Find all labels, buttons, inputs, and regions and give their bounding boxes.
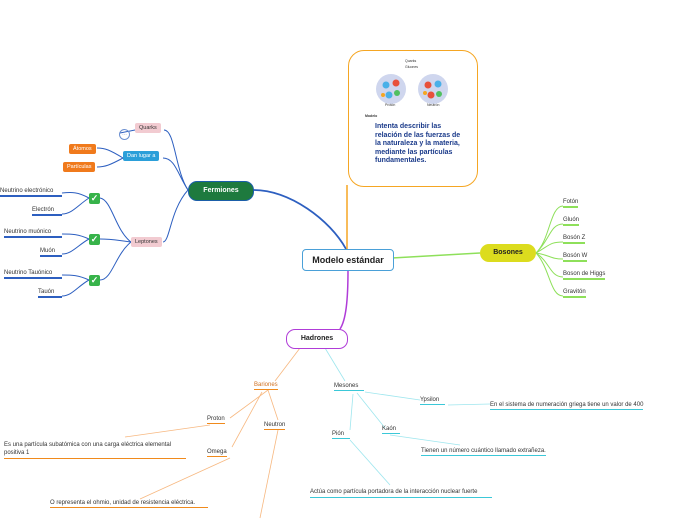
proton-label: Protón <box>385 103 396 107</box>
particle-illustration <box>376 74 448 104</box>
fermiones-node[interactable]: Fermiones <box>188 181 254 201</box>
description-callout[interactable]: Quarks Gluones Protón Neutrón Modelo Int… <box>348 50 478 187</box>
boson-item[interactable]: Fotón <box>563 199 579 208</box>
kaon-node[interactable]: Kaón <box>382 426 401 434</box>
omega-node[interactable]: Omega <box>207 449 227 457</box>
pion-node[interactable]: Pión <box>332 431 351 439</box>
info-icon[interactable]: … <box>119 129 130 140</box>
omega-description[interactable]: O representa el ohmio, unidad de resiste… <box>50 500 208 508</box>
boson-item[interactable]: Bosón Z <box>563 235 586 244</box>
boson-item[interactable]: Boson de Higgs <box>563 271 606 280</box>
quarks-label: Quarks <box>405 59 417 63</box>
leptones-node[interactable]: Leptones <box>131 237 162 247</box>
kaon-description[interactable]: Tienen un número cuántico llamado extrañ… <box>421 448 546 456</box>
gluones-label: Gluones <box>405 65 419 69</box>
lepton-item[interactable]: Electrón <box>32 207 62 216</box>
boson-item[interactable]: Gravitón <box>563 289 586 298</box>
callout-description: Intenta describir las relación de las fu… <box>375 123 461 164</box>
dan-lugar-node[interactable]: Dan lugar a <box>123 151 160 161</box>
lepton-item[interactable]: Neutrino muónico <box>4 229 62 238</box>
neutron-node[interactable]: Neutron <box>264 422 286 430</box>
checkmark-icon: ✓ <box>89 275 100 286</box>
ypsilon-description[interactable]: En el sistema de numeración griega tiene… <box>490 402 644 410</box>
mesones-node[interactable]: Mesones <box>334 383 365 391</box>
lepton-item[interactable]: Neutrino electrónico <box>0 188 62 197</box>
particulas-node[interactable]: Partículas <box>63 162 96 172</box>
bariones-node[interactable]: Bariones <box>254 382 278 390</box>
boson-item[interactable]: Gluón <box>563 217 580 226</box>
central-topic[interactable]: Modelo estándar <box>302 249 394 271</box>
ypsilon-node[interactable]: Ypsilon <box>420 397 446 405</box>
checkmark-icon: ✓ <box>89 193 100 204</box>
lepton-item[interactable]: Neutrino Tauónico <box>4 270 62 279</box>
pion-description[interactable]: Actúa como partícula portadora de la int… <box>310 488 492 498</box>
modelo-label: Modelo <box>365 114 378 118</box>
quarks-node[interactable]: Quarks <box>135 123 161 133</box>
neutron-label: Neutrón <box>427 103 440 107</box>
bosones-node[interactable]: Bosones <box>480 244 536 262</box>
checkmark-icon: ✓ <box>89 234 100 245</box>
atomos-node[interactable]: Átomos <box>69 144 96 154</box>
boson-item[interactable]: Bosón W <box>563 253 588 262</box>
proton-description[interactable]: Es una partícula subatómica con una carg… <box>4 441 186 459</box>
lepton-item[interactable]: Muón <box>40 248 62 257</box>
proton-node[interactable]: Proton <box>207 416 225 424</box>
hadrones-node[interactable]: Hadrones <box>286 329 348 349</box>
lepton-item[interactable]: Tauón <box>38 289 62 298</box>
